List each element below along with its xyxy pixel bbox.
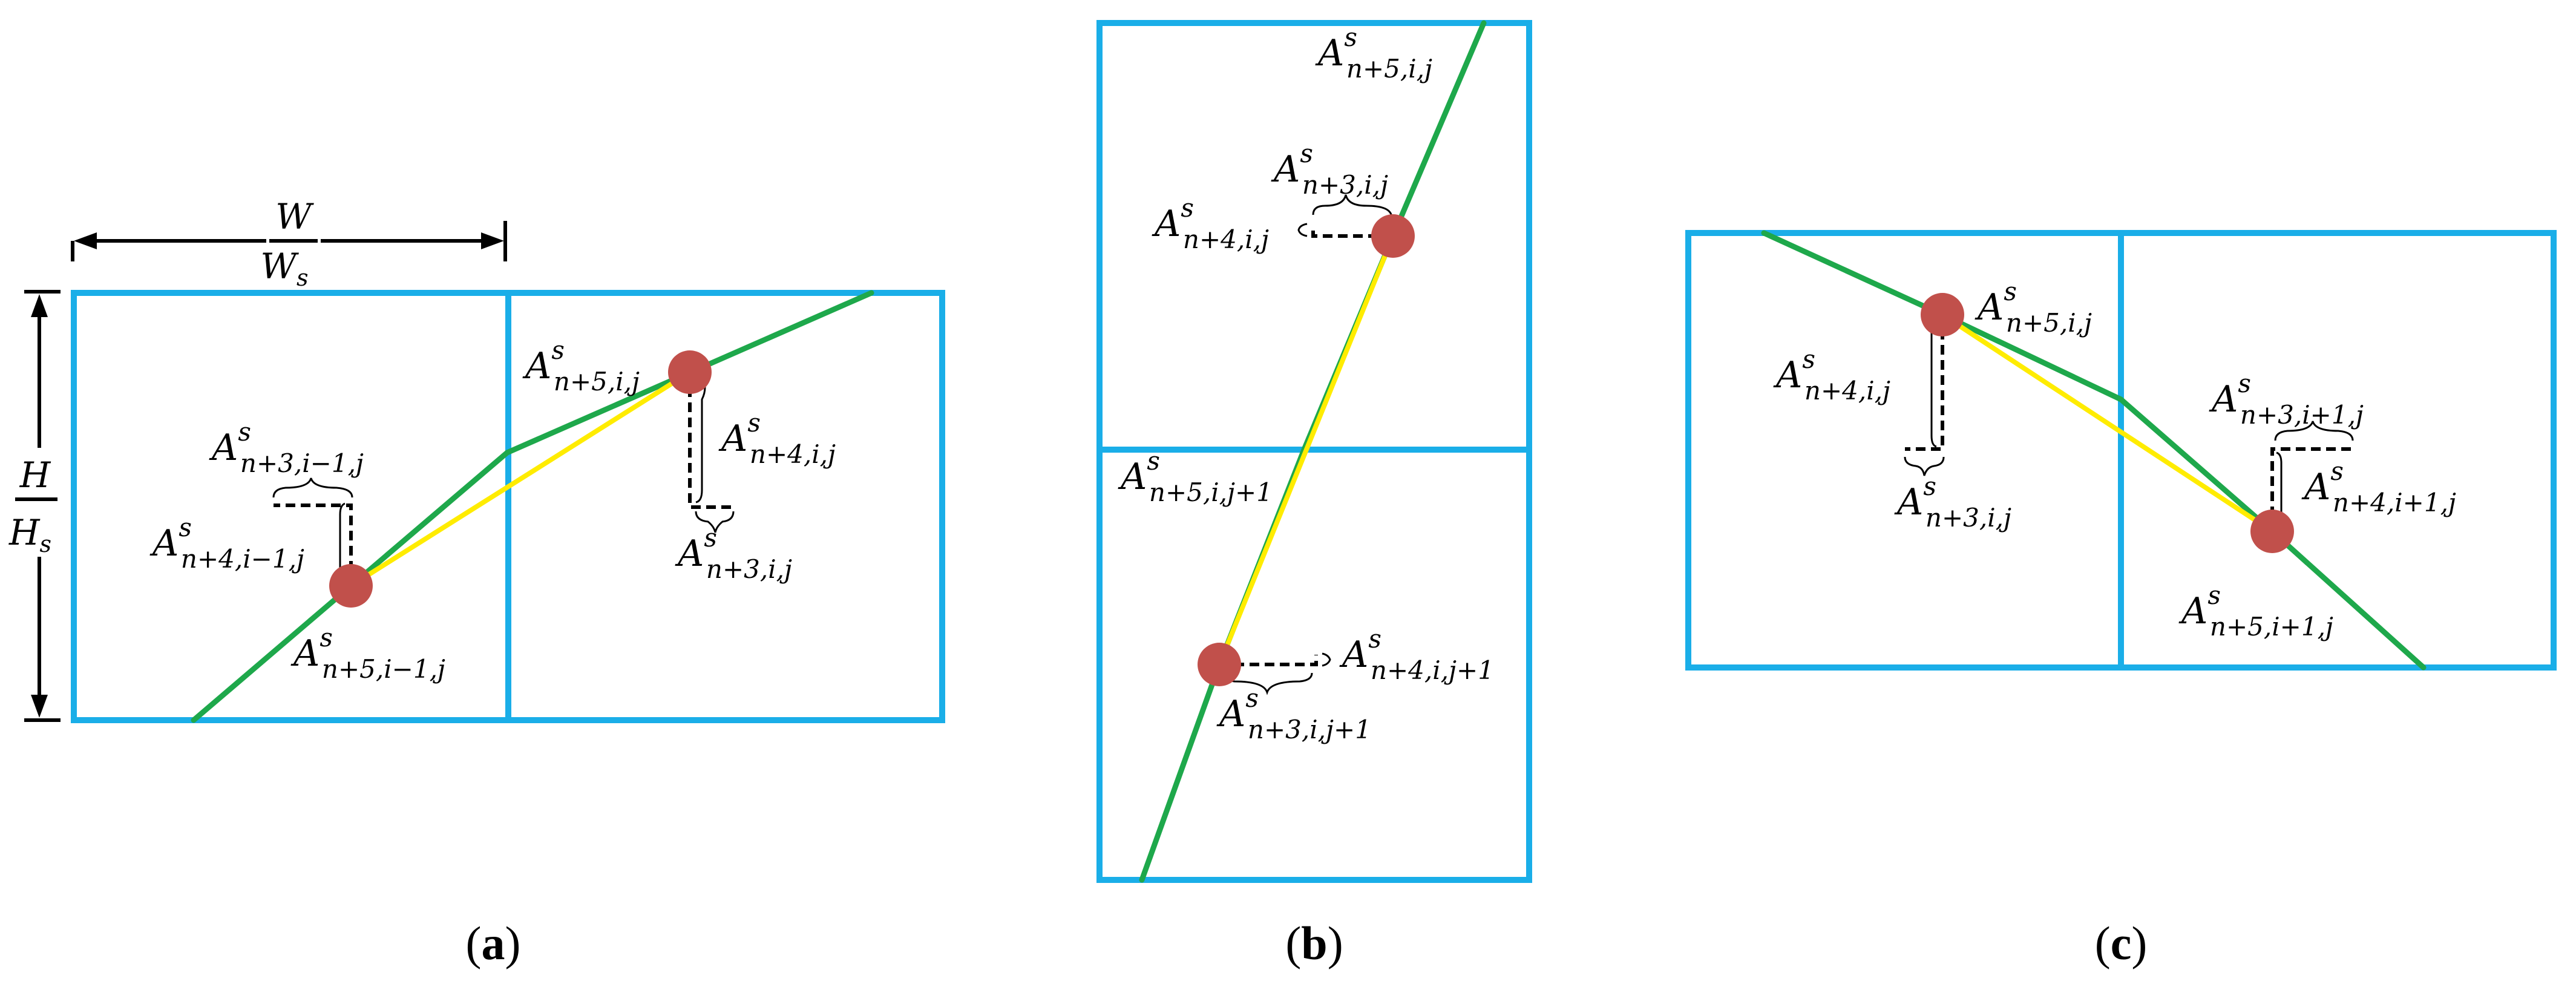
node-right-c [2250,510,2294,553]
caption-c: (c) [2095,917,2148,969]
width-numerator: W [275,196,314,237]
brace-left-horiz-a [272,477,353,498]
connector-b [1217,234,1395,667]
curve-c [1761,230,2427,671]
caption-a: (a) [466,917,521,969]
connector-c [1940,312,2275,534]
width-denominator: Ws [260,246,308,291]
brace-bottom-vert-b [1322,652,1331,667]
decomp-left-a [274,503,353,586]
connector-a [349,370,692,588]
brace-right-vert-c [2276,451,2283,525]
height-denominator: Hs [8,512,51,557]
node-right-a [668,350,712,394]
brace-top-vert-b [1297,223,1308,237]
node-bottom-b [1198,643,1241,686]
decomp-top-b [1311,225,1393,238]
width-dimension: W Ws [71,196,507,291]
height-numerator: H [19,454,51,496]
brace-right-horiz-c [2274,421,2354,441]
node-left-c [1921,293,1964,336]
brace-right-horiz-a [695,511,735,533]
caption-b: (b) [1285,917,1343,969]
node-top-b [1371,214,1415,258]
decomp-right-c [2270,447,2354,531]
decomp-left-c [1905,315,1944,451]
brace-left-vert-a [339,502,346,581]
brace-right-vert-a [695,375,706,503]
height-dimension: H Hs [8,290,61,722]
brace-top-horiz-b [1312,194,1393,218]
decomp-bottom-b [1219,655,1318,666]
brace-left-horiz-c [1904,456,1945,476]
node-left-a [329,564,373,608]
brace-left-vert-c [1930,321,1937,448]
